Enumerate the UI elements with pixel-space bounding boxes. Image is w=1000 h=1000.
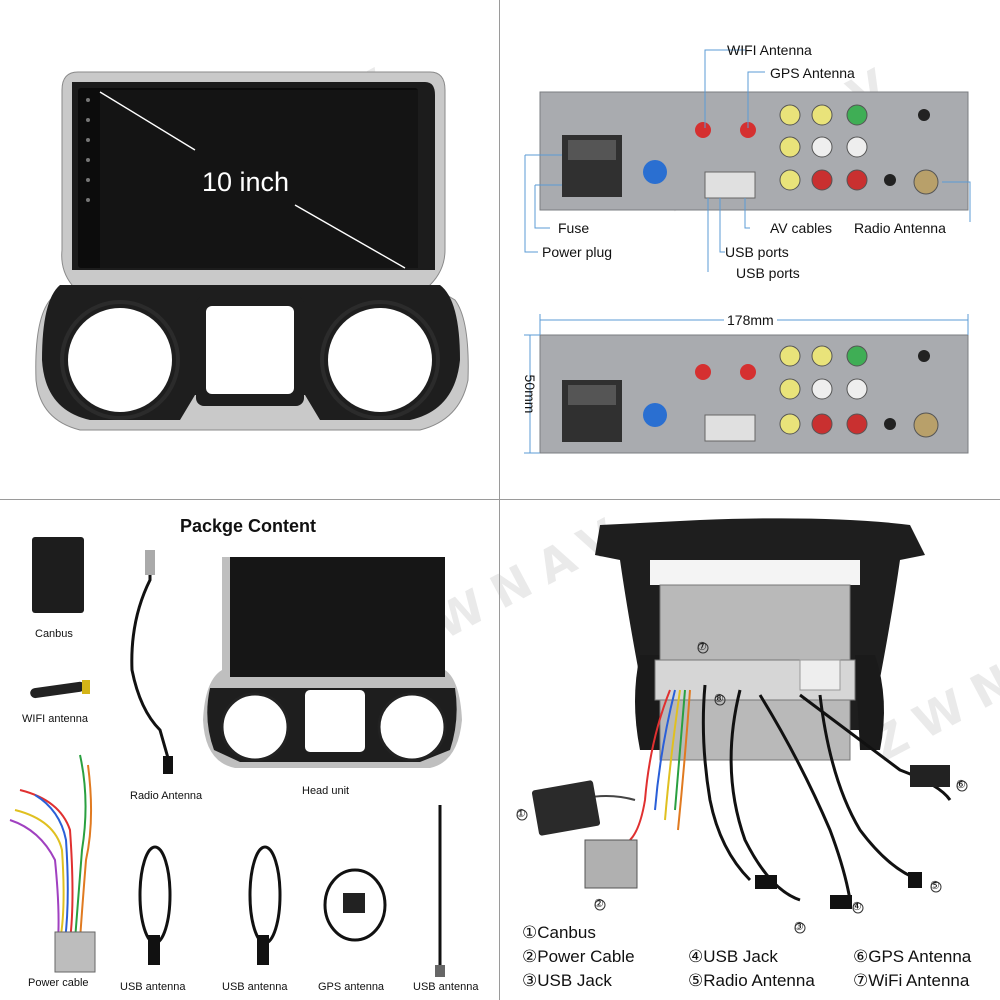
wifi-antenna-port-label: WIFI Antenna (727, 42, 812, 58)
power-plug-label: Power plug (542, 244, 613, 260)
head-unit-view: 10 inch (0, 0, 499, 499)
canbus-item-label: Canbus (35, 628, 73, 640)
callout-number: ② (594, 898, 604, 910)
wifi-antenna-item-label: WIFI antenna (22, 713, 89, 725)
legend-usb-jack: ③USB Jack (522, 971, 612, 990)
connection-illustration (516, 518, 968, 934)
fuse-label: Fuse (558, 220, 590, 236)
legend-wifi-antenna: ⑦WiFi Antenna (853, 971, 970, 990)
callout-number: ⑦ (697, 641, 707, 653)
usb-antenna-item-label: USB antenna (413, 981, 479, 993)
usb-antenna-item-label: USB antenna (222, 981, 288, 993)
height-dimension-label: 50mm (522, 374, 538, 414)
usb-ports-label: USB ports (736, 265, 800, 281)
usb-ports-label: USB ports (725, 244, 789, 260)
back-panel-view: WIFI Antenna GPS Antenna Fuse Power plug… (500, 0, 1000, 499)
gps-antenna-item-label: GPS antenna (318, 981, 385, 993)
gps-antenna-port-label: GPS Antenna (770, 65, 855, 81)
quadrant-divider-vertical (499, 0, 500, 1000)
callout-number: ④ (852, 901, 862, 913)
head-unit-item-label: Head unit (302, 785, 350, 797)
screen-size-label: 10 inch (202, 167, 290, 197)
back-panel-illustration (524, 49, 971, 454)
radio-antenna-port-label: Radio Antenna (854, 220, 946, 236)
package-content-view: Packge Content Canbus WIFI antenna Radio… (0, 500, 499, 1000)
legend-usb-jack: ④USB Jack (688, 947, 778, 966)
legend-gps-antenna: ⑥GPS Antenna (853, 947, 972, 966)
callout-number: ③ (794, 921, 804, 933)
connection-diagram-view: ① ② ③ ④ ⑤ ⑥ ⑦ ⑧ ①Canbus ②Power Cable ③US… (500, 500, 1000, 1000)
package-content-title: Packge Content (180, 516, 317, 536)
callout-number: ① (516, 808, 526, 820)
width-dimension-label: 178mm (724, 312, 777, 328)
package-items-illustration (9, 537, 462, 977)
legend-canbus: ①Canbus (522, 923, 596, 942)
power-cable-item-label: Power cable (28, 977, 89, 989)
legend-power-cable: ②Power Cable (522, 947, 635, 966)
quadrant-divider-horizontal (0, 499, 1000, 500)
callout-number: ⑥ (956, 779, 966, 791)
av-cables-label: AV cables (770, 220, 832, 236)
usb-antenna-item-label: USB antenna (120, 981, 186, 993)
radio-antenna-item-label: Radio Antenna (130, 790, 203, 802)
callout-number: ⑧ (714, 693, 724, 705)
head-unit-illustration (35, 71, 469, 431)
callout-number: ⑤ (930, 880, 940, 892)
legend-radio-antenna: ⑤Radio Antenna (688, 971, 815, 990)
